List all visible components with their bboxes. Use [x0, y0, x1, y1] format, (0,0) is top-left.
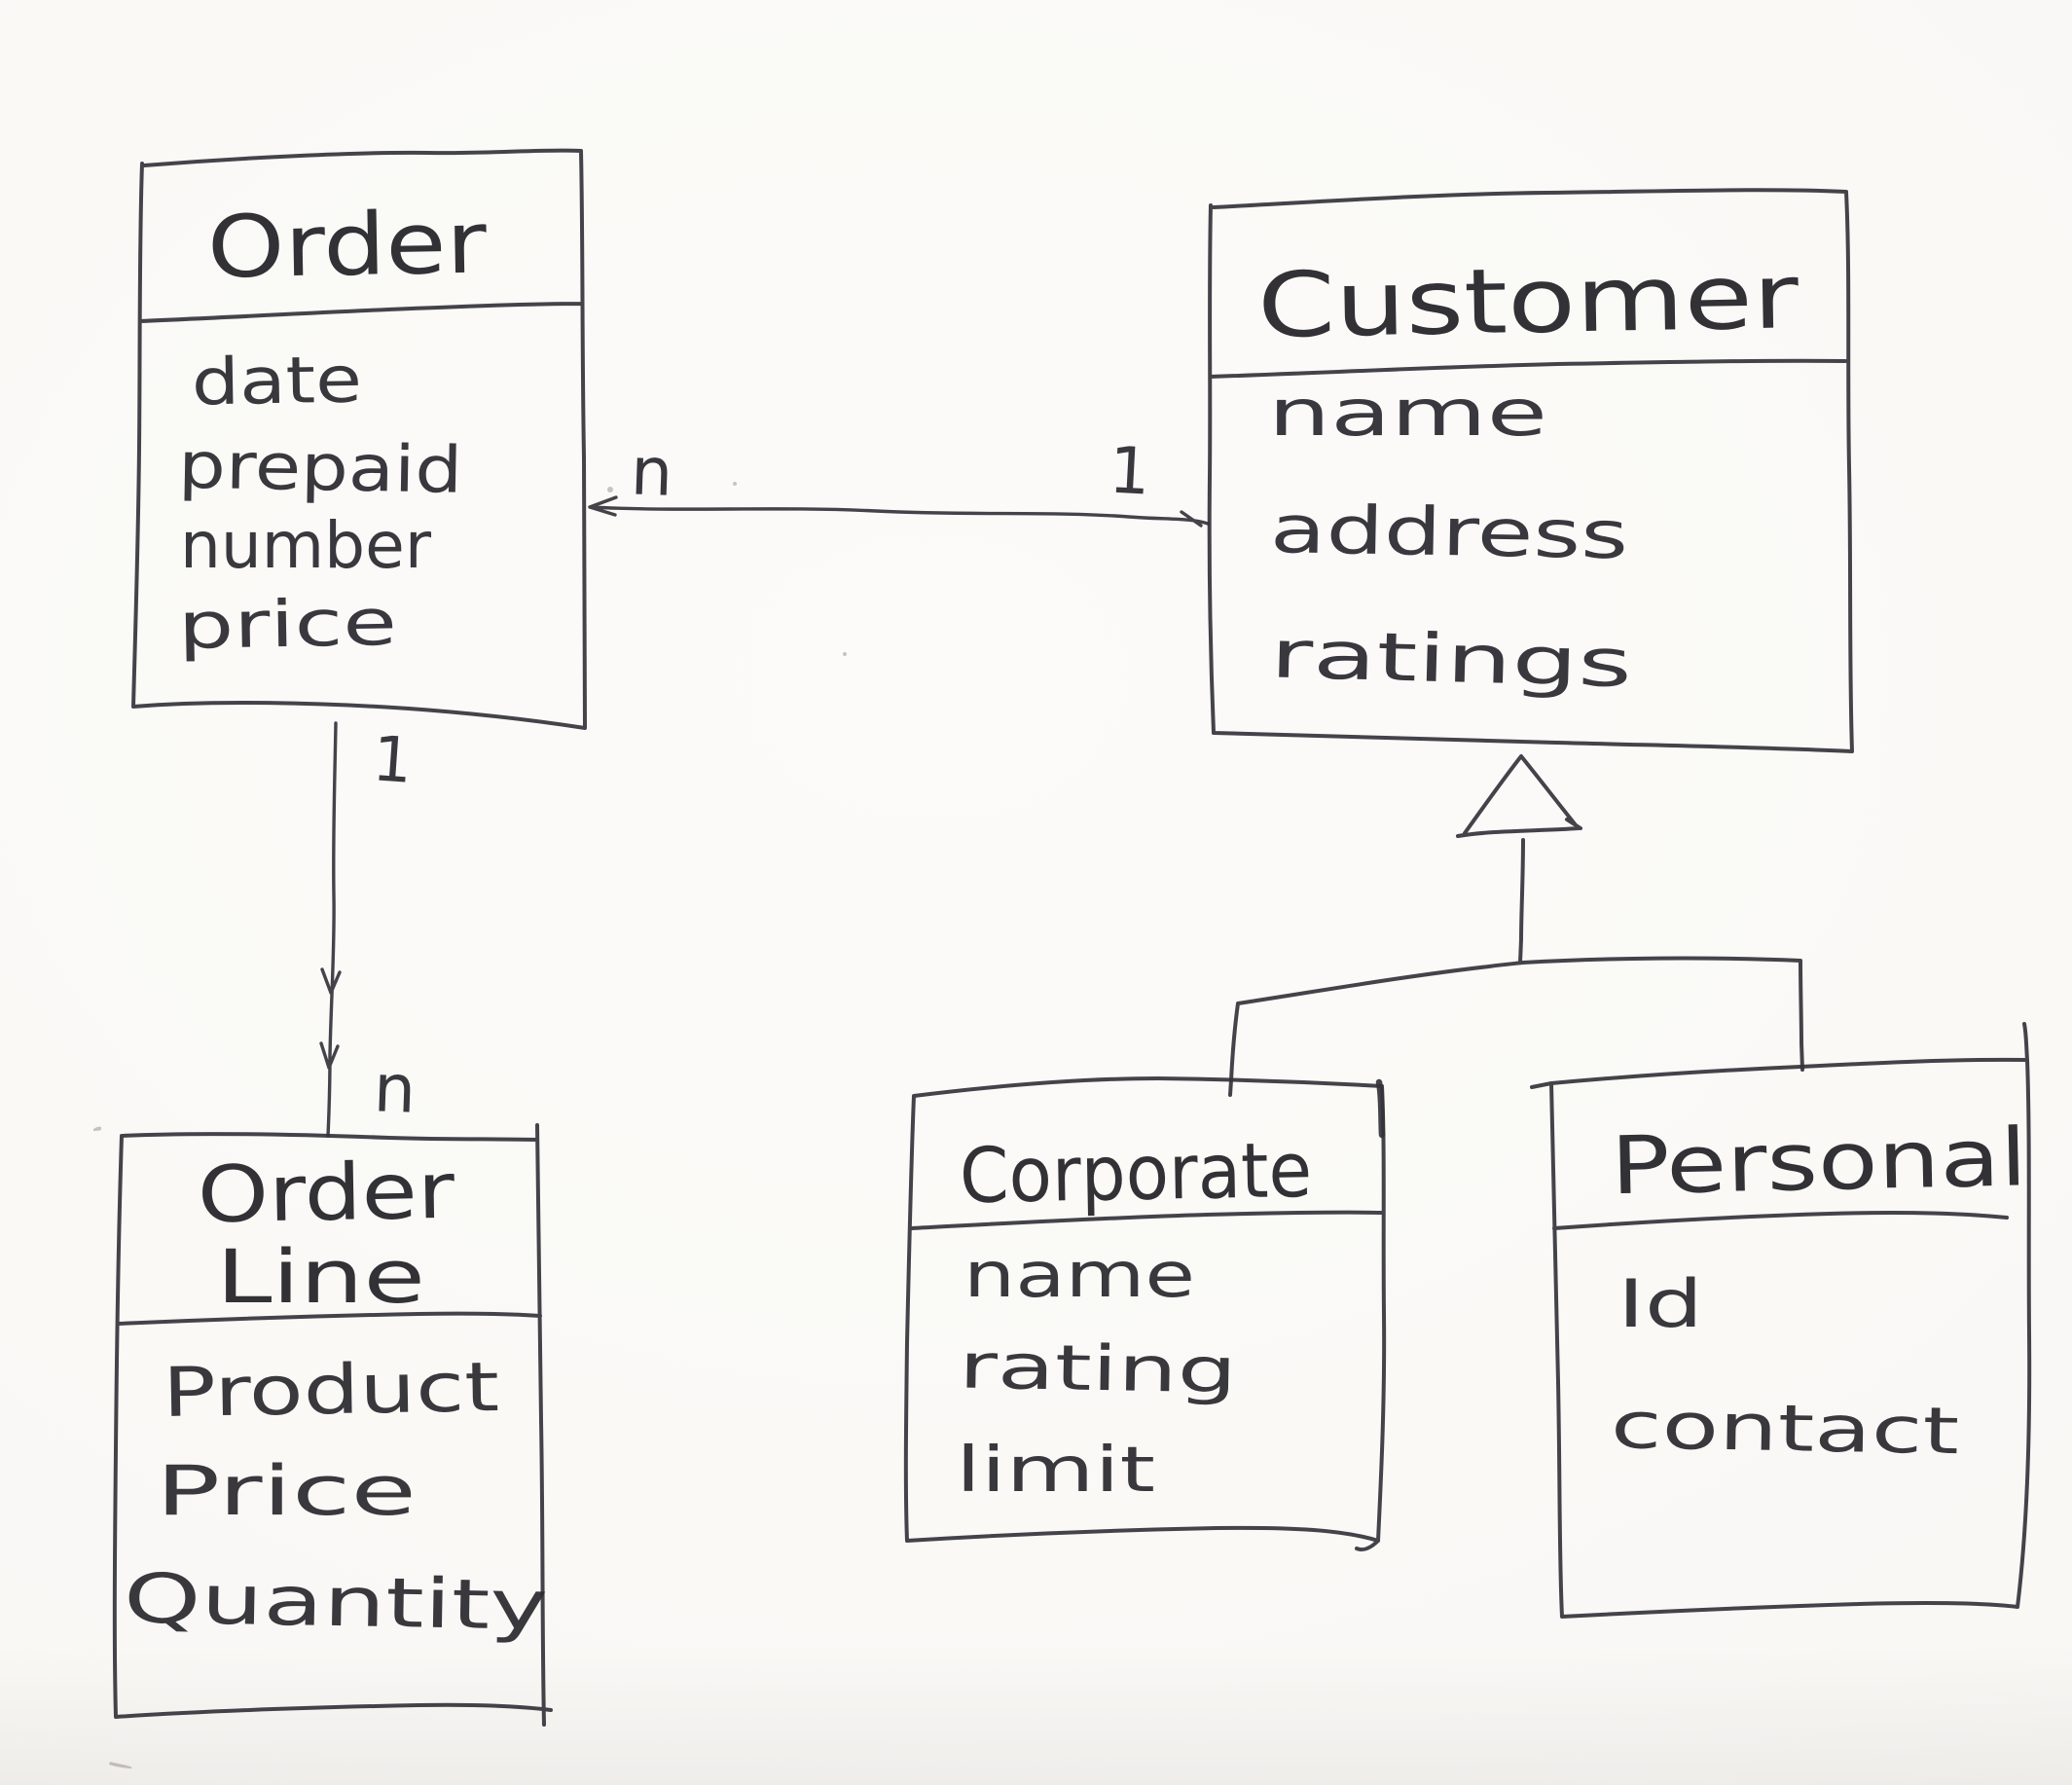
corporate-attribute-name: name: [963, 1240, 1195, 1312]
multiplicity-order-customer-1: 1: [1108, 433, 1152, 510]
multiplicity-order-orderline-1: 1: [370, 723, 415, 798]
corporate-corner-overstroke: [1375, 1078, 1386, 1139]
order-attribute-date: date: [191, 342, 362, 419]
order-class: Order date prepaid number price: [131, 148, 587, 730]
order-line-title-line1: Order: [197, 1146, 455, 1241]
customer-class-box: [1207, 188, 1854, 753]
personal-class-box: [1530, 1022, 2032, 1619]
order-attribute-price: price: [177, 585, 397, 664]
order-line-class-box: [112, 1123, 553, 1727]
speck-dot: [733, 482, 737, 486]
multiplicity-order-customer-n: n: [630, 433, 674, 511]
personal-attribute-id: Id: [1618, 1266, 1703, 1343]
paper-specks: [93, 482, 847, 1768]
order-class-title: Order: [206, 192, 489, 297]
corporate-class-box: [903, 1076, 1387, 1551]
customer-class-title: Customer: [1256, 244, 1799, 358]
order-attribute-prepaid: prepaid: [178, 428, 463, 508]
corporate-attribute-rating: rating: [958, 1330, 1237, 1407]
association-order-orderline: 1 n: [319, 721, 418, 1138]
order-line-class: Order Line Product Price Quantity: [112, 1123, 553, 1727]
corporate-attribute-limit: limit: [956, 1435, 1155, 1507]
speck-dot: [607, 487, 613, 492]
speck-dot: [843, 652, 847, 656]
generalization-triangle-icon: [1456, 754, 1582, 838]
generalization-connector-lines: [1228, 838, 1804, 1097]
order-line-attribute-product: Product: [162, 1347, 499, 1433]
customer-attribute-ratings: ratings: [1269, 616, 1633, 703]
generalization-customer: [1228, 754, 1804, 1097]
personal-class: Personal Id contact: [1530, 1022, 2032, 1619]
customer-class: Customer name address ratings: [1207, 188, 1854, 753]
personal-class-title: Personal: [1610, 1111, 2028, 1213]
speck-dash: [109, 1762, 132, 1768]
order-attribute-number: number: [180, 508, 432, 583]
order-line-title-line2: Line: [216, 1233, 425, 1320]
association-order-customer: n 1: [588, 433, 1210, 528]
customer-attribute-name: name: [1268, 376, 1547, 451]
corporate-class: Corporate name rating limit: [903, 1076, 1387, 1551]
association-order-customer-line: [588, 495, 1210, 528]
speck-dash: [93, 1126, 101, 1131]
multiplicity-order-orderline-n: n: [373, 1050, 418, 1128]
order-class-box: [131, 148, 587, 730]
order-line-attribute-quantity: Quantity: [123, 1558, 548, 1646]
customer-attribute-address: address: [1269, 492, 1628, 574]
association-order-orderline-line: [319, 721, 342, 1138]
corporate-class-title: Corporate: [959, 1127, 1313, 1220]
order-line-attribute-price: Price: [156, 1451, 417, 1531]
personal-attribute-contact: contact: [1610, 1388, 1959, 1469]
